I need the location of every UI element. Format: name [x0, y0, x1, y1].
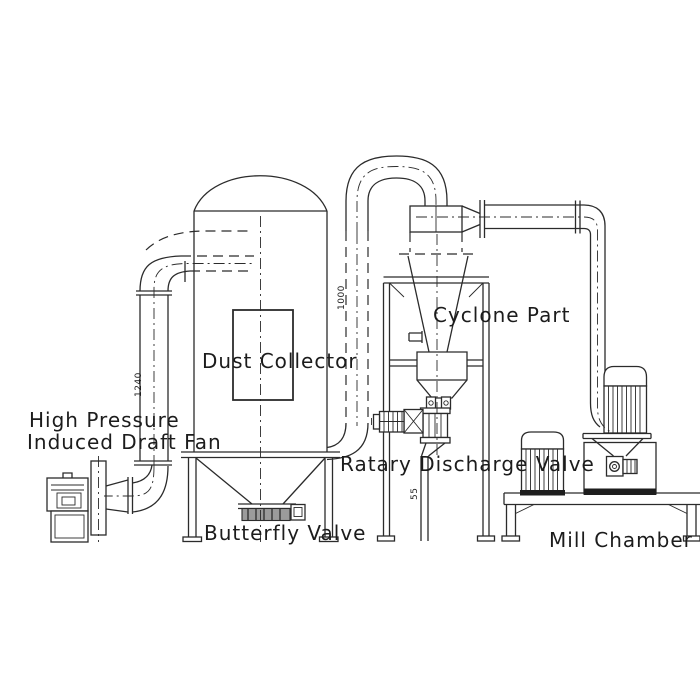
butterfly-valve	[238, 503, 306, 522]
cyclone-to-collector-pipe	[326, 155, 448, 461]
label-rotary-discharge-valve: Ratary Discharge Valve	[340, 452, 595, 476]
cone-nozzle	[408, 331, 423, 343]
label-cyclone-part: Cyclone Part	[433, 303, 570, 327]
centerlines	[98, 166, 612, 543]
label-mill-chamber: Mill Chamber	[549, 528, 693, 552]
dimension-middle-pipe: 1000	[337, 285, 347, 310]
label-fan-line2: Induced Draft Fan	[27, 430, 222, 454]
label-butterfly-valve: Butterfly Valve	[204, 521, 366, 545]
dimension-valve-drop: 55	[410, 488, 420, 500]
mill-feed-funnel	[591, 437, 644, 457]
label-dust-collector: Dust Collector	[202, 349, 358, 373]
mill-coupling	[605, 455, 624, 477]
induced-draft-fan	[46, 460, 107, 543]
cyclone-cone	[407, 255, 469, 353]
mill-motor	[603, 365, 648, 434]
dust-collector-dome	[193, 175, 328, 212]
access-door	[232, 309, 294, 401]
valve-actuator	[290, 503, 306, 521]
valve-drop-pipe	[420, 456, 429, 541]
fan-suction-pipe	[105, 230, 254, 514]
hopper-cone	[195, 457, 326, 505]
cyclone-inlet-flange	[479, 200, 486, 238]
base-table	[501, 492, 700, 542]
label-fan-line1: High Pressure	[29, 408, 180, 432]
cyclone-hopper	[416, 351, 468, 410]
classifier-motor	[520, 431, 565, 496]
labels: High Pressure Induced Draft Fan Dust Col…	[27, 285, 693, 552]
mill-to-cyclone-pipe	[484, 204, 584, 230]
dimension-left-pipe: 1240	[134, 372, 144, 397]
support-legs	[187, 457, 334, 537]
rotary-discharge-valve	[371, 407, 451, 541]
